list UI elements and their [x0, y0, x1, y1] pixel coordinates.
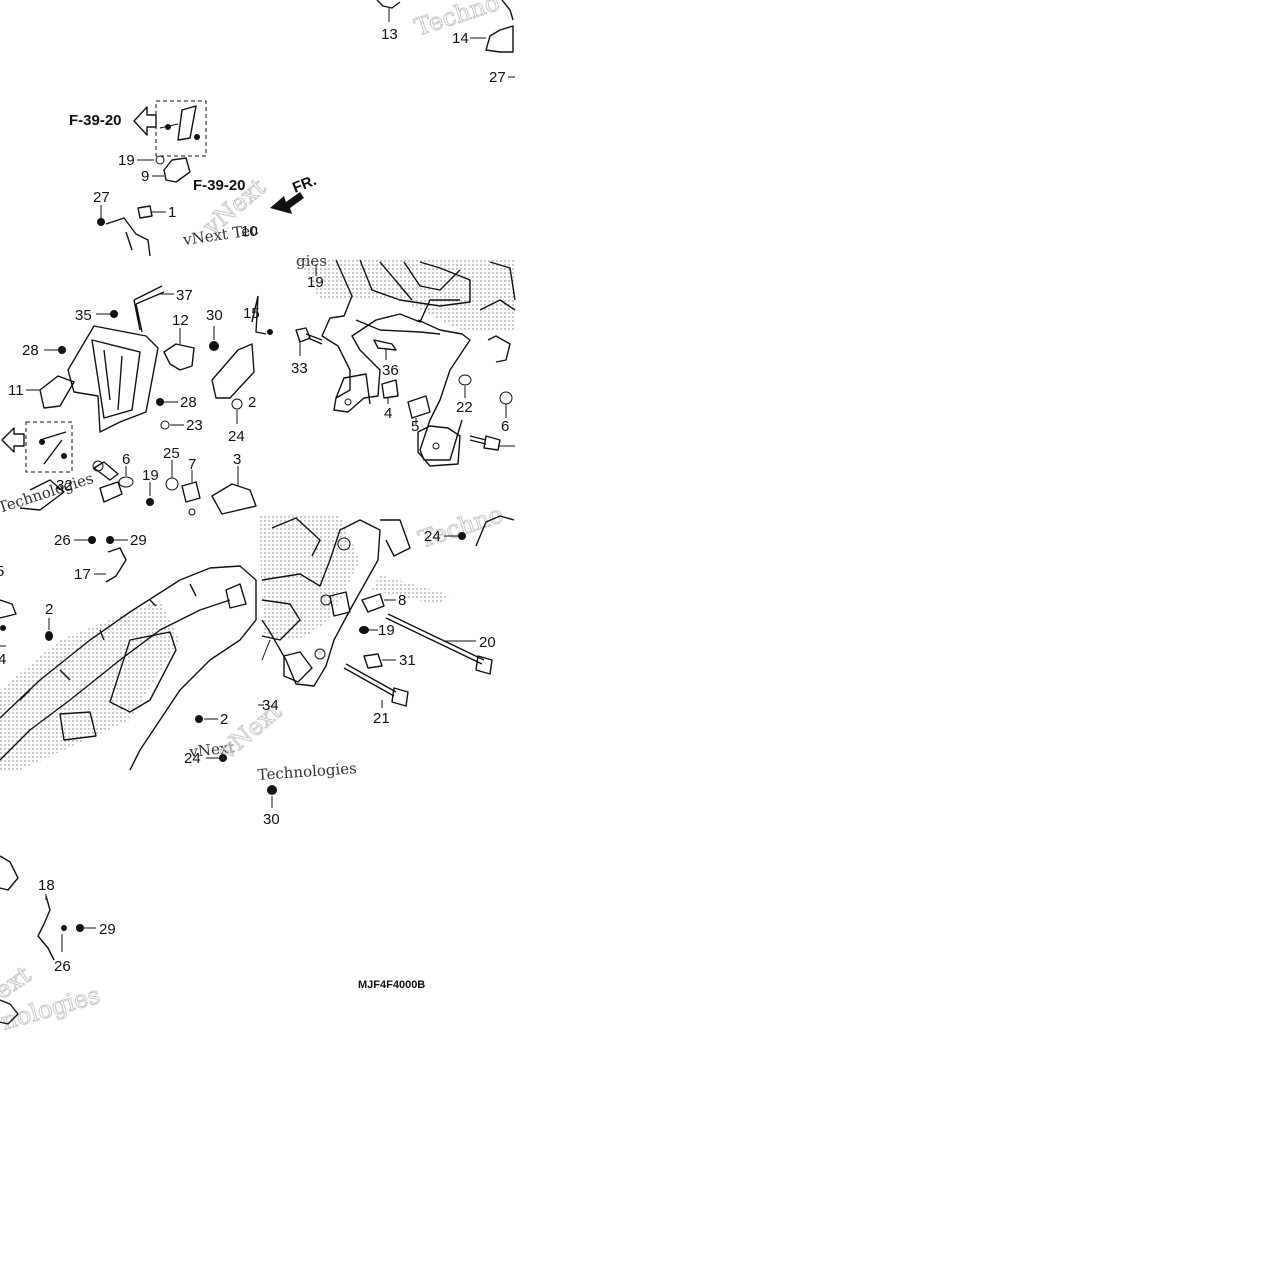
callout-6[interactable]: 6: [501, 418, 509, 435]
main-frame-shape: [321, 259, 460, 413]
reference-arrow-icon: [133, 106, 157, 136]
bracket-11-shape: [67, 325, 159, 433]
callout-1[interactable]: 1: [168, 204, 176, 221]
diagram-code: MJF4F4000B: [358, 979, 425, 991]
callout-2[interactable]: 2: [45, 601, 53, 618]
callout-14[interactable]: 14: [452, 30, 469, 47]
callout-26[interactable]: 26: [54, 532, 71, 549]
bolt-21-shape: [343, 663, 397, 697]
reference-label[interactable]: F-39-20: [69, 112, 122, 129]
callout-28[interactable]: 28: [180, 394, 197, 411]
callout-3[interactable]: 3: [233, 451, 241, 468]
callout-30[interactable]: 30: [206, 307, 223, 324]
bolt-13-shape: [376, 0, 401, 9]
callout-32[interactable]: 32: [56, 477, 73, 494]
lower-frame-group: [261, 515, 515, 808]
callout-19[interactable]: 19: [118, 152, 135, 169]
callout-21[interactable]: 21: [373, 710, 390, 727]
reference-label[interactable]: F-39-20: [193, 177, 246, 194]
detail-box: [155, 100, 207, 157]
callout-29[interactable]: 29: [99, 921, 116, 938]
part-9-shape: [163, 157, 191, 183]
watermark-text: Techno: [415, 500, 507, 554]
callout-labels: 13 14 27 19 9 27 1 10 37 35 12 30 15 28 …: [0, 26, 509, 975]
callout-33[interactable]: 33: [291, 360, 308, 377]
middle-left-group: [1, 285, 273, 516]
callout-13[interactable]: 13: [381, 26, 398, 43]
bolt-20-shape: [385, 613, 485, 665]
callout-20[interactable]: 20: [479, 634, 496, 651]
callout-29[interactable]: 29: [130, 532, 147, 549]
callout-34[interactable]: 34: [262, 697, 279, 714]
callout-4[interactable]: 4: [0, 651, 6, 668]
bolt-33-shape: [295, 327, 311, 343]
callout-18[interactable]: 18: [38, 877, 55, 894]
callout-5[interactable]: 5: [411, 418, 419, 435]
part-1-shape: [137, 205, 153, 219]
callout-26[interactable]: 26: [54, 958, 71, 975]
hose-37-shape: [133, 285, 165, 305]
callout-11[interactable]: 11: [8, 382, 24, 399]
callout-12[interactable]: 12: [172, 312, 189, 329]
reference-arrow-icon: [1, 427, 25, 453]
front-arrow-icon: [270, 192, 304, 214]
collar-8-shape: [361, 593, 385, 613]
upper-bracket-group: [97, 0, 515, 257]
collar-5-shape: [407, 395, 431, 419]
lower-frame-shape: [261, 519, 381, 687]
callout-10[interactable]: 10: [241, 223, 258, 240]
collar-7-shape: [181, 481, 201, 503]
callout-37[interactable]: 37: [176, 287, 193, 304]
stay-18-shape: [37, 895, 55, 961]
watermark-text: ext: [0, 960, 36, 1005]
rear-frame-shape: [0, 565, 257, 771]
callout-27[interactable]: 27: [93, 189, 110, 206]
watermark-layer: Techno vNext Tec vNext Technologies Tech…: [0, 0, 507, 1036]
callout-19[interactable]: 19: [142, 467, 159, 484]
callout-15[interactable]: 15: [243, 305, 260, 322]
callout-2[interactable]: 2: [248, 394, 256, 411]
front-label: FR.: [290, 172, 319, 197]
bracket-15-shape: [211, 343, 255, 399]
callout-4[interactable]: 4: [384, 405, 392, 422]
callout-36[interactable]: 36: [382, 362, 399, 379]
collar-4-shape: [381, 379, 399, 399]
callout-30[interactable]: 30: [263, 811, 280, 828]
callout-35[interactable]: 35: [75, 307, 92, 324]
bolt-31-shape: [363, 653, 383, 669]
main-frame-upper: [295, 259, 516, 467]
bottom-stay-group: [0, 855, 96, 1025]
bracket-3-shape: [211, 483, 257, 515]
callout-24[interactable]: 24: [424, 528, 441, 545]
callout-31[interactable]: 31: [399, 652, 416, 669]
callout-28[interactable]: 28: [22, 342, 39, 359]
bracket-14-shape: [485, 25, 514, 53]
callout-23[interactable]: 23: [186, 417, 203, 434]
callout-25[interactable]: 25: [163, 445, 180, 462]
callout-19[interactable]: 19: [378, 622, 395, 639]
callout-6[interactable]: 6: [122, 451, 130, 468]
callout-19[interactable]: 19: [307, 274, 324, 291]
callout-27[interactable]: 27: [489, 69, 506, 86]
watermark-text: Technologies: [257, 759, 357, 784]
clamp-12-shape: [163, 343, 195, 371]
callout-22[interactable]: 22: [456, 399, 473, 416]
bolt-32-shape: [93, 461, 119, 481]
watermark-text: Technologies: [0, 469, 96, 517]
callout-9[interactable]: 9: [141, 168, 149, 185]
callout-7[interactable]: 7: [188, 456, 196, 473]
stay-10-shape: [105, 217, 151, 257]
rear-frame-group: [0, 536, 257, 771]
callout-24[interactable]: 24: [184, 750, 201, 767]
callout-2[interactable]: 2: [220, 711, 228, 728]
callout-24[interactable]: 24: [228, 428, 245, 445]
callout-5[interactable]: 5: [0, 563, 4, 580]
callout-17[interactable]: 17: [74, 566, 91, 583]
stay-17-shape: [105, 547, 127, 583]
callout-8[interactable]: 8: [398, 592, 406, 609]
